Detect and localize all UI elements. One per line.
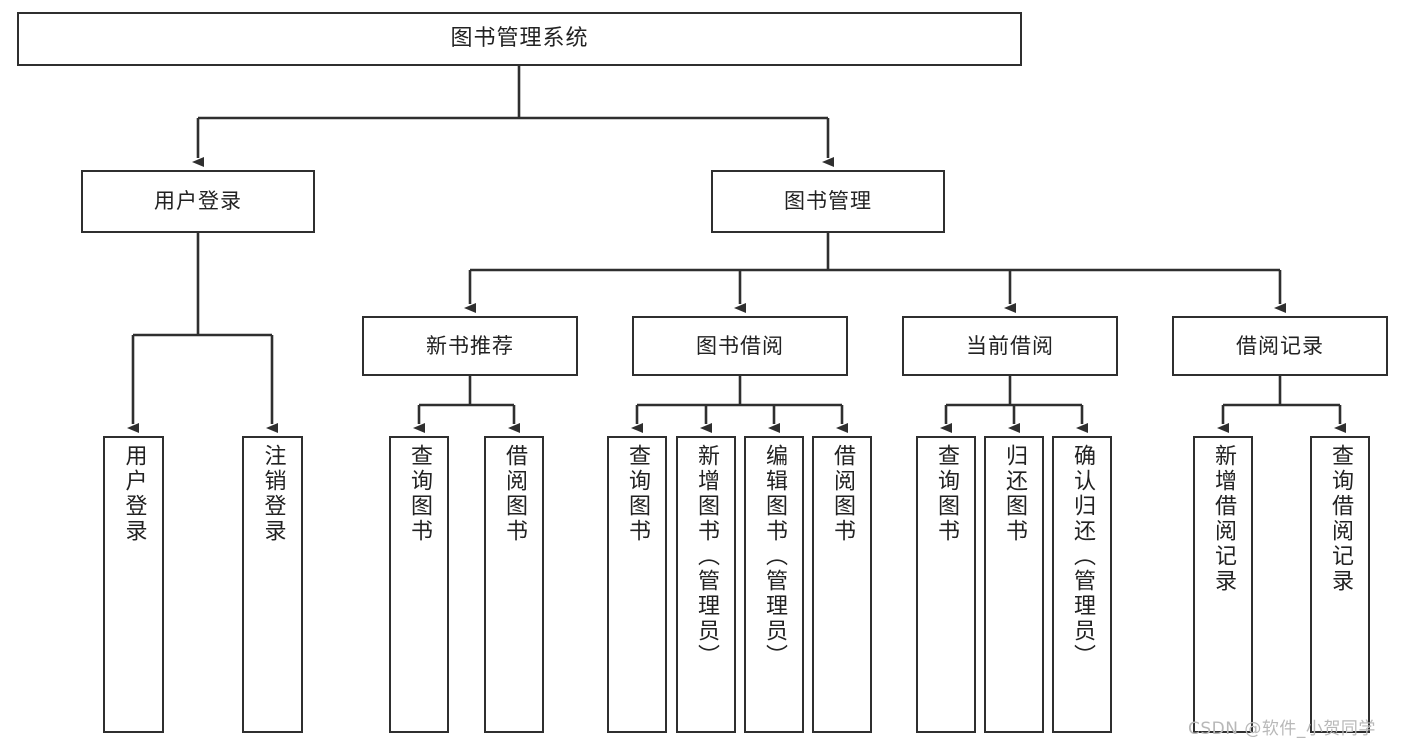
node-leaf-add-record[interactable]: 新增借阅记录 xyxy=(1193,436,1253,733)
node-new-book-recommend-label: 新书推荐 xyxy=(426,333,514,358)
node-leaf-confirm-return-label: 确认归还（管理员） xyxy=(1070,444,1095,669)
node-leaf-logout[interactable]: 注销登录 xyxy=(242,436,303,733)
node-borrow-record[interactable]: 借阅记录 xyxy=(1172,316,1388,376)
node-leaf-add-book[interactable]: 新增图书（管理员） xyxy=(676,436,736,733)
node-book-manage[interactable]: 图书管理 xyxy=(711,170,945,233)
node-leaf-edit-book[interactable]: 编辑图书（管理员） xyxy=(744,436,804,733)
node-user-login-label: 用户登录 xyxy=(154,189,242,214)
node-leaf-edit-book-label: 编辑图书（管理员） xyxy=(762,444,787,669)
node-current-borrow-label: 当前借阅 xyxy=(966,333,1054,358)
node-book-manage-label: 图书管理 xyxy=(784,189,872,214)
node-leaf-query-book-2-label: 查询图书 xyxy=(625,444,650,544)
node-root[interactable]: 图书管理系统 xyxy=(17,12,1022,66)
node-leaf-query-book-2[interactable]: 查询图书 xyxy=(607,436,667,733)
node-leaf-user-login-label: 用户登录 xyxy=(121,444,147,544)
node-leaf-query-record[interactable]: 查询借阅记录 xyxy=(1310,436,1370,733)
node-leaf-query-record-label: 查询借阅记录 xyxy=(1328,444,1353,594)
node-user-login[interactable]: 用户登录 xyxy=(81,170,315,233)
node-leaf-user-login[interactable]: 用户登录 xyxy=(103,436,164,733)
node-book-borrow[interactable]: 图书借阅 xyxy=(632,316,848,376)
node-leaf-return-book-label: 归还图书 xyxy=(1002,444,1027,544)
node-leaf-query-book-3-label: 查询图书 xyxy=(934,444,959,544)
node-borrow-record-label: 借阅记录 xyxy=(1236,333,1324,358)
node-leaf-logout-label: 注销登录 xyxy=(260,444,286,544)
node-leaf-return-book[interactable]: 归还图书 xyxy=(984,436,1044,733)
node-leaf-add-book-label: 新增图书（管理员） xyxy=(694,444,719,669)
node-leaf-query-book-3[interactable]: 查询图书 xyxy=(916,436,976,733)
node-current-borrow[interactable]: 当前借阅 xyxy=(902,316,1118,376)
node-leaf-borrow-book-2[interactable]: 借阅图书 xyxy=(812,436,872,733)
node-leaf-confirm-return[interactable]: 确认归还（管理员） xyxy=(1052,436,1112,733)
node-book-borrow-label: 图书借阅 xyxy=(696,333,784,358)
node-leaf-borrow-book-1-label: 借阅图书 xyxy=(502,444,527,544)
node-new-book-recommend[interactable]: 新书推荐 xyxy=(362,316,578,376)
node-leaf-query-book-1-label: 查询图书 xyxy=(407,444,432,544)
node-leaf-borrow-book-2-label: 借阅图书 xyxy=(830,444,855,544)
node-root-label: 图书管理系统 xyxy=(450,26,589,52)
node-leaf-add-record-label: 新增借阅记录 xyxy=(1211,444,1236,594)
node-leaf-borrow-book-1[interactable]: 借阅图书 xyxy=(484,436,544,733)
watermark: CSDN @软件_小贺同学 xyxy=(1188,719,1376,739)
node-leaf-query-book-1[interactable]: 查询图书 xyxy=(389,436,449,733)
